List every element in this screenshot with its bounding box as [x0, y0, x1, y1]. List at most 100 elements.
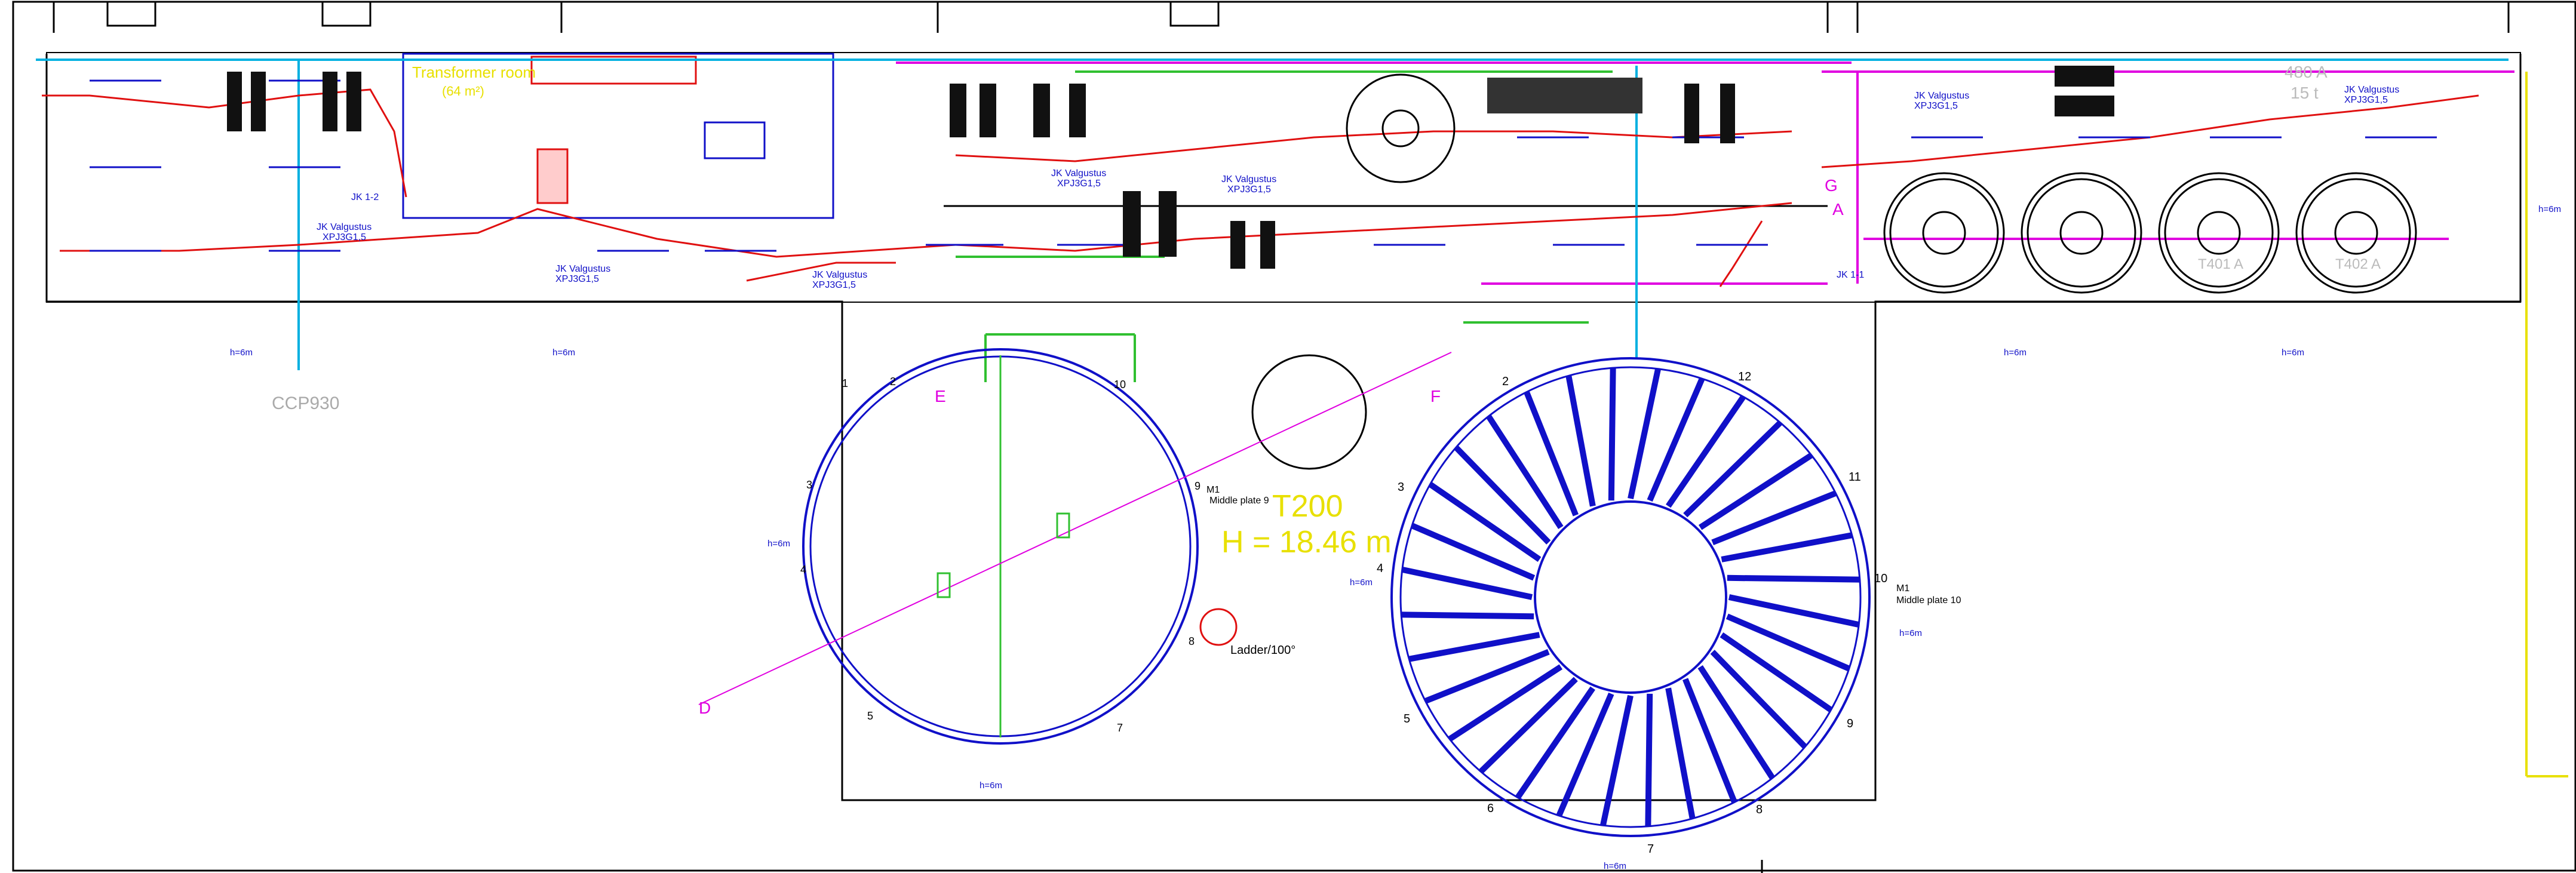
- tank-spoke: [1628, 368, 1661, 500]
- t200-name: T200: [1272, 489, 1343, 524]
- small-tank-label-2: T402 A: [2335, 256, 2381, 272]
- large-tank-plate-numbers: 2 3 4 5 6 7 8 9 10 11 12: [1377, 370, 1887, 856]
- tank-spoke: [1727, 574, 1860, 583]
- old-room-code: CCP930: [272, 394, 339, 413]
- tank-spoke: [1478, 677, 1578, 774]
- fixture-note: JK Valgustus: [555, 264, 610, 274]
- section-d: D: [699, 699, 711, 717]
- plate-number: 1: [842, 377, 848, 389]
- height-label: h=6m: [980, 780, 1002, 791]
- tank-spoke: [1720, 632, 1833, 712]
- tank-spoke: [1710, 650, 1807, 749]
- height-label: h=6m: [1899, 628, 1922, 638]
- tank-spoke: [1524, 391, 1579, 517]
- tank-spoke: [1665, 687, 1696, 819]
- transformer-room-area: (64 m²): [442, 84, 484, 99]
- volume-label-2: 15 t: [2291, 84, 2319, 102]
- small-tank-label-1: T401 A: [2198, 256, 2243, 272]
- fixture-note: XPJ3G1,5: [812, 280, 856, 290]
- section-g: G: [1825, 176, 1838, 195]
- plate-number: 2: [890, 376, 896, 388]
- tank-spoke: [1608, 368, 1616, 501]
- tank-spoke: [1721, 532, 1853, 562]
- transformer-room: [402, 53, 834, 219]
- tank-spoke: [1486, 414, 1564, 530]
- tank-spoke: [1645, 693, 1653, 826]
- tank-t200: [698, 348, 1452, 745]
- tank-spoke: [1600, 694, 1634, 826]
- height-label: h=6m: [2282, 348, 2304, 358]
- height-label: h=6m: [2004, 348, 2027, 358]
- tank-spoke: [1683, 420, 1783, 518]
- fixture-note: JK Valgustus: [812, 270, 867, 280]
- plate-number: 3: [806, 479, 812, 491]
- plate-number: 9: [1847, 717, 1853, 730]
- tank-spoke: [1424, 649, 1550, 704]
- height-label: h=6m: [1604, 861, 1626, 871]
- plate-number: 9: [1195, 480, 1201, 492]
- fixture-note: JK Valgustus: [1221, 174, 1276, 185]
- junction-1-1: JK 1-1: [1837, 270, 1864, 280]
- tank-spoke: [1666, 395, 1746, 508]
- tank-spoke: [1448, 664, 1563, 742]
- tank-spoke: [1401, 611, 1534, 620]
- tank-spoke: [1401, 567, 1533, 600]
- tank-spoke: [1697, 665, 1775, 780]
- small-tanks: [1883, 172, 2417, 294]
- plate-number: 5: [1404, 712, 1410, 726]
- height-label: h=6m: [767, 539, 790, 549]
- volume-label-1: 480 A: [2285, 63, 2328, 81]
- fixture-note: JK Valgustus: [1051, 168, 1106, 179]
- tank-spoke: [1411, 522, 1536, 581]
- pipe-runs: [36, 59, 2568, 777]
- tank-spoke: [1556, 692, 1614, 817]
- plate-number: 7: [1117, 722, 1123, 734]
- t200-note-m1: M1: [1206, 485, 1220, 495]
- tank-spoke: [1728, 594, 1860, 628]
- plate-number: 6: [1487, 802, 1494, 815]
- t200-ladder: Ladder/100°: [1230, 644, 1295, 657]
- fixture-note: JK Valgustus: [317, 222, 371, 232]
- plate-number: 4: [800, 564, 806, 576]
- section-f: F: [1430, 387, 1441, 405]
- light-fixtures: [90, 79, 2437, 252]
- height-label: h=6m: [552, 348, 575, 358]
- plate-number: 2: [1502, 375, 1509, 388]
- plate-number: 10: [1874, 572, 1887, 585]
- fixture-notes: JK Valgustus XPJ3G1,5 JK Valgustus XPJ3G…: [317, 85, 2399, 290]
- section-e: E: [935, 387, 946, 405]
- tank-spoke: [1408, 632, 1540, 662]
- pump-units: [227, 66, 2114, 269]
- fixture-note: XPJ3G1,5: [1057, 179, 1101, 189]
- fixture-note: XPJ3G1,5: [1914, 101, 1958, 111]
- tank-spoke: [1698, 453, 1813, 530]
- building-walls: [12, 1, 2576, 873]
- fixture-note: XPJ3G1,5: [555, 274, 599, 284]
- tank-spoke: [1725, 613, 1850, 672]
- tank-spoke: [1428, 482, 1542, 562]
- large-tank: [1390, 357, 1871, 837]
- tank-spoke: [1454, 445, 1551, 545]
- big-note-plate: Middle plate 10: [1896, 595, 1961, 605]
- tank-spoke: [1711, 490, 1837, 545]
- fixture-note: XPJ3G1,5: [2344, 95, 2388, 105]
- section-a: A: [1832, 200, 1844, 219]
- plate-number: 12: [1738, 370, 1751, 383]
- t200-note-plate: Middle plate 9: [1209, 496, 1269, 506]
- junction-1-2: JK 1-2: [351, 192, 379, 202]
- height-label: h=6m: [2538, 204, 2561, 214]
- process-vessel: [1251, 73, 1456, 470]
- plate-number: 8: [1189, 635, 1195, 647]
- plate-number: 5: [867, 710, 873, 722]
- transformer-room-label: Transformer room: [412, 63, 536, 81]
- big-note-m1: M1: [1896, 583, 1909, 594]
- tank-spoke: [1682, 678, 1737, 804]
- height-label: h=6m: [230, 348, 253, 358]
- t200-plate-numbers: 1 2 3 4 5 7 8 9 10: [800, 376, 1201, 734]
- plate-number: 11: [1849, 471, 1861, 484]
- fixture-note: JK Valgustus: [2344, 85, 2399, 95]
- tank-spoke: [1565, 375, 1596, 507]
- height-label: h=6m: [1350, 577, 1373, 588]
- fixture-note: JK Valgustus: [1914, 91, 1969, 101]
